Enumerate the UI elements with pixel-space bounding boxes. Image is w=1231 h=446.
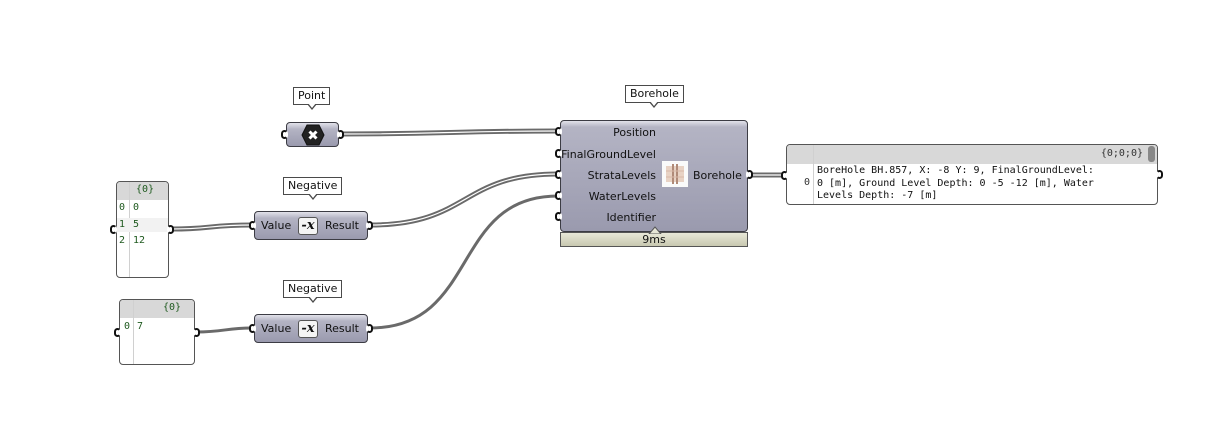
negative-tag: Negative bbox=[283, 177, 343, 200]
water-panel-input-grip[interactable] bbox=[114, 328, 121, 337]
borehole-component[interactable]: Position FinalGroundLevel StrataLevels W… bbox=[560, 120, 748, 232]
negate-icon: -x bbox=[298, 217, 318, 235]
index-column bbox=[133, 300, 134, 364]
panel-text: BoreHole BH.857, X: -8 Y: 9, FinalGround… bbox=[817, 165, 1094, 203]
wire-negative-to-strata-levels bbox=[369, 171, 559, 228]
negative-output-grip[interactable] bbox=[366, 324, 373, 333]
row-value: 0 bbox=[133, 202, 140, 213]
row-index: 1 bbox=[119, 219, 126, 230]
borehole-icon bbox=[662, 161, 688, 187]
index-column bbox=[813, 145, 814, 204]
panel-header-label: {0} bbox=[136, 184, 155, 195]
row-index: 0 bbox=[804, 177, 811, 188]
output-borehole-label: Borehole bbox=[693, 169, 742, 182]
output-panel-output-grip[interactable] bbox=[1156, 170, 1163, 179]
borehole-output-grip[interactable] bbox=[746, 170, 753, 179]
water-panel-output-grip[interactable] bbox=[193, 328, 200, 337]
water-values-panel[interactable]: {0} 0 7 bbox=[119, 299, 195, 365]
negative-output-grip[interactable] bbox=[366, 221, 373, 230]
panel-header-label: {0;0;0} bbox=[1100, 148, 1143, 159]
input-final-ground-level-label: FinalGroundLevel bbox=[561, 148, 656, 161]
strata-panel-output-grip[interactable] bbox=[167, 225, 174, 234]
row-value: 7 bbox=[137, 321, 144, 332]
list-item: 2 12 bbox=[117, 234, 168, 248]
negative-input-grip[interactable] bbox=[249, 221, 256, 230]
negative-component[interactable]: Value -x Result bbox=[254, 211, 368, 240]
list-item: 0 0 bbox=[117, 201, 168, 215]
panel-line: Levels Depth: -7 [m] bbox=[817, 190, 938, 201]
wire-negative-to-water-levels bbox=[369, 194, 559, 330]
profiler-timer: 9ms bbox=[560, 232, 748, 247]
panel-header-label: {0} bbox=[163, 302, 182, 313]
value-input-label: Value bbox=[261, 322, 292, 335]
position-input-grip[interactable] bbox=[555, 127, 562, 136]
panel-scrollbar[interactable] bbox=[1148, 146, 1155, 162]
wire-point-to-position bbox=[340, 128, 559, 137]
negative-input-grip[interactable] bbox=[249, 324, 256, 333]
panel-header: {0} bbox=[120, 300, 194, 318]
panel-header: {0;0;0} bbox=[787, 145, 1157, 164]
output-panel-input-grip[interactable] bbox=[781, 171, 788, 180]
borehole-tag: Borehole bbox=[625, 85, 684, 108]
timer-notch bbox=[648, 226, 662, 234]
wire-water-panel-to-negative bbox=[195, 326, 253, 334]
point-tag: Point bbox=[293, 87, 331, 110]
final-ground-level-input-grip[interactable] bbox=[555, 149, 562, 158]
value-input-label: Value bbox=[261, 219, 292, 232]
result-output-label: Result bbox=[325, 322, 359, 335]
identifier-input-grip[interactable] bbox=[555, 212, 562, 221]
point-input-grip[interactable] bbox=[281, 130, 288, 139]
panel-line: 0 [m], Ground Level Depth: 0 -5 -12 [m],… bbox=[817, 177, 1094, 189]
strata-levels-input-grip[interactable] bbox=[555, 170, 562, 179]
borehole-output-panel[interactable]: {0;0;0} 0 BoreHole BH.857, X: -8 Y: 9, F… bbox=[786, 144, 1158, 205]
result-output-label: Result bbox=[325, 219, 359, 232]
input-water-levels-label: WaterLevels bbox=[588, 190, 656, 203]
list-item: 1 5 bbox=[117, 218, 168, 232]
strata-values-panel[interactable]: {0} 0 0 1 5 2 12 bbox=[116, 181, 169, 278]
negative-tag: Negative bbox=[283, 280, 343, 303]
row-value: 5 bbox=[133, 219, 140, 230]
input-identifier-label: Identifier bbox=[606, 211, 656, 224]
row-index: 2 bbox=[119, 235, 126, 246]
input-strata-levels-label: StrataLevels bbox=[587, 169, 656, 182]
negative-component[interactable]: Value -x Result bbox=[254, 314, 368, 343]
row-index: 0 bbox=[124, 321, 131, 332]
strata-panel-input-grip[interactable] bbox=[110, 225, 117, 234]
point-x-icon bbox=[301, 124, 325, 146]
row-index: 0 bbox=[119, 202, 126, 213]
water-levels-input-grip[interactable] bbox=[555, 191, 562, 200]
panel-line: BoreHole BH.857, X: -8 Y: 9, FinalGround… bbox=[817, 165, 1094, 176]
panel-header: {0} bbox=[117, 182, 168, 200]
point-output-grip[interactable] bbox=[337, 130, 344, 139]
point-component[interactable] bbox=[286, 122, 339, 147]
list-item: 0 7 bbox=[120, 320, 194, 334]
wire-strata-panel-to-negative bbox=[171, 222, 253, 232]
negate-icon: -x bbox=[298, 320, 318, 338]
row-value: 12 bbox=[133, 235, 146, 246]
input-position-label: Position bbox=[613, 126, 656, 139]
